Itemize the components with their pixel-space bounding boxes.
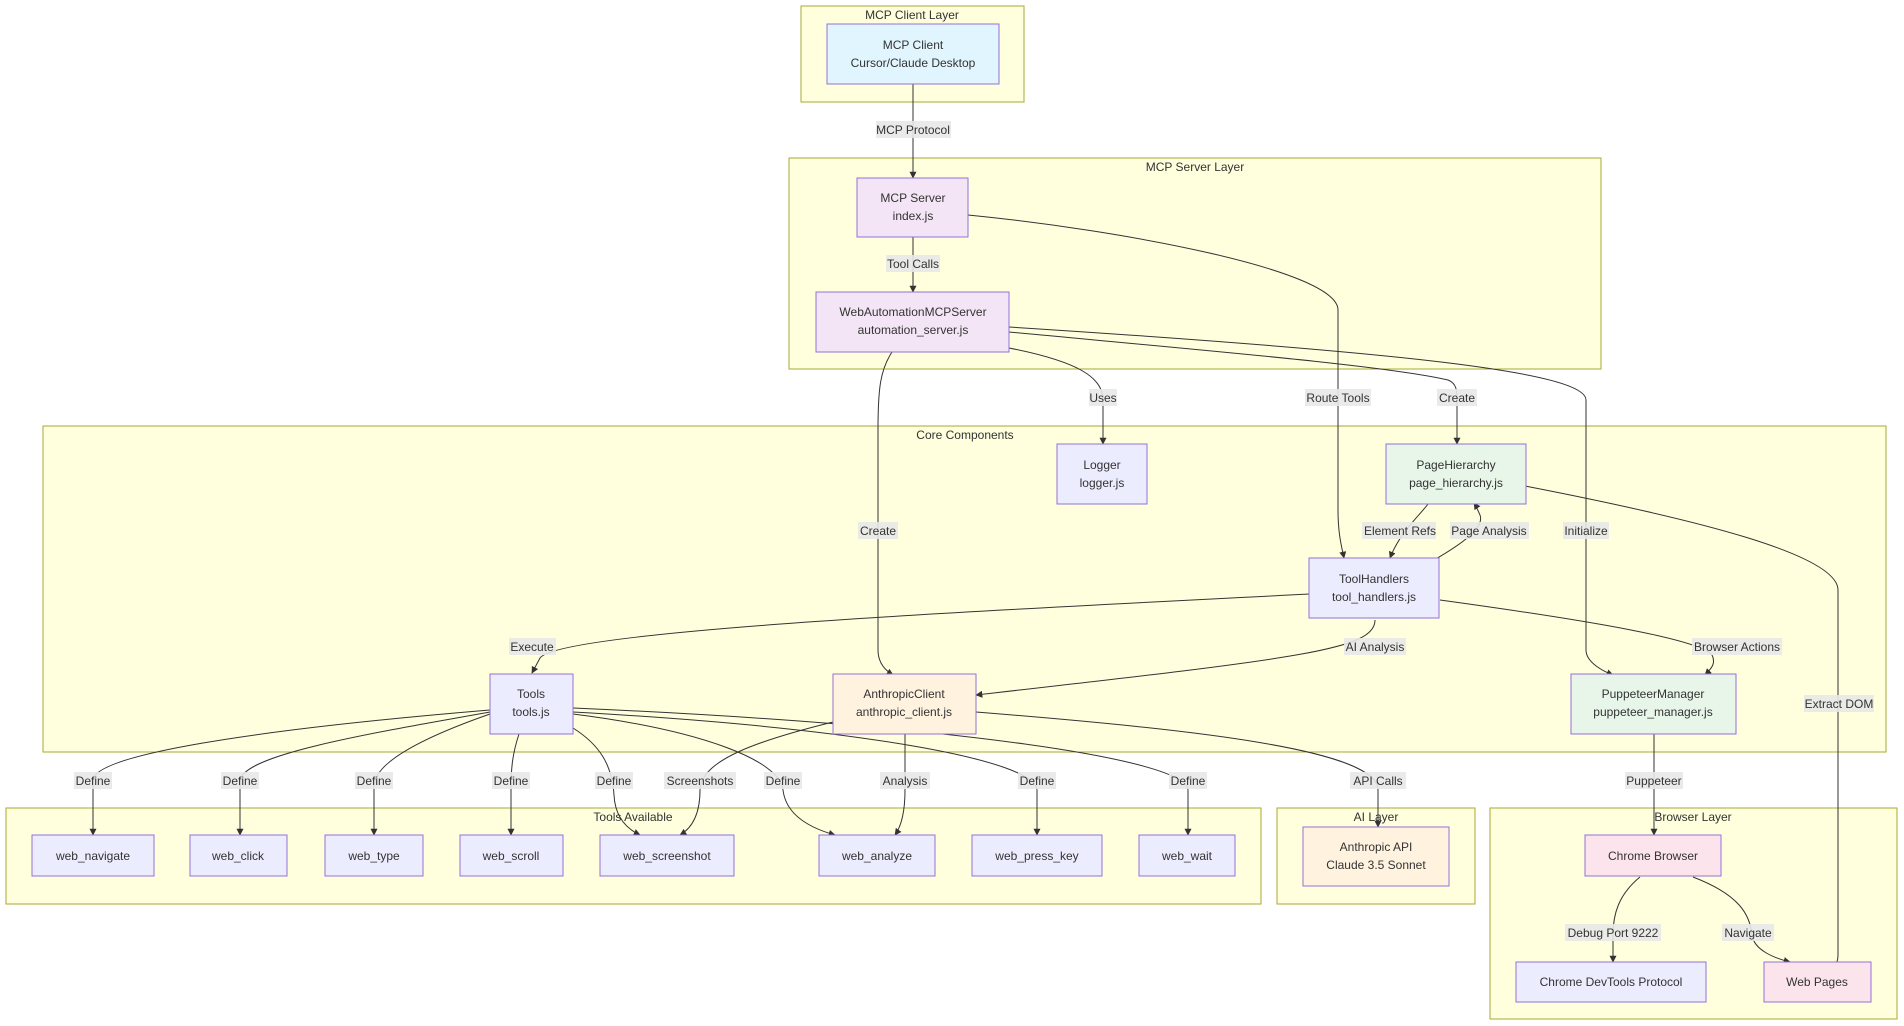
group-title: AI Layer: [1354, 810, 1399, 824]
edge-label-puppeteer: Puppeteer: [1626, 774, 1681, 788]
group-title: MCP Server Layer: [1146, 160, 1244, 174]
node-subtitle: index.js: [893, 209, 934, 223]
edge-label-tool-calls: Tool Calls: [887, 257, 939, 271]
node-title: PageHierarchy: [1416, 458, 1495, 472]
edge-label-navigate: Navigate: [1724, 926, 1772, 940]
edge-label-element-refs: Element Refs: [1364, 524, 1436, 538]
edge-label-uses: Uses: [1089, 391, 1116, 405]
group-title: MCP Client Layer: [865, 8, 959, 22]
edge-label-route-tools: Route Tools: [1306, 391, 1369, 405]
edge-label-define-navigate: Define: [76, 774, 111, 788]
edge-label-execute: Execute: [510, 640, 554, 654]
edge-label-define-wait: Define: [1171, 774, 1206, 788]
node-title: web_screenshot: [622, 849, 711, 863]
node-web-click: web_click: [189, 834, 288, 877]
edge-label-browser-actions: Browser Actions: [1694, 640, 1780, 654]
edge-ai-analysis: [975, 619, 1376, 698]
node-title: Web Pages: [1786, 975, 1848, 989]
node-title: web_scroll: [482, 849, 540, 863]
group-title: Tools Available: [593, 810, 672, 824]
node-web-navigate: web_navigate: [31, 834, 155, 877]
node-mcp-server: MCP Server index.js: [856, 177, 969, 238]
node-title: web_type: [347, 849, 400, 863]
edge-label-api-calls: API Calls: [1353, 774, 1402, 788]
node-subtitle: page_hierarchy.js: [1409, 476, 1503, 490]
node-subtitle: tool_handlers.js: [1332, 590, 1416, 604]
node-subtitle: Cursor/Claude Desktop: [851, 56, 976, 70]
node-subtitle: Claude 3.5 Sonnet: [1326, 858, 1426, 872]
node-title: web_wait: [1161, 849, 1213, 863]
node-title: Tools: [517, 687, 545, 701]
edge-label-analysis: Analysis: [883, 774, 928, 788]
node-web-analyze: web_analyze: [818, 834, 936, 877]
edge-label-ai-analysis: AI Analysis: [1346, 640, 1405, 654]
node-subtitle: tools.js: [512, 705, 549, 719]
edge-define-screenshot: [572, 727, 641, 836]
node-tools: Tools tools.js: [489, 673, 574, 735]
node-chrome-browser: Chrome Browser: [1584, 834, 1722, 877]
edge-server-route-tools: [967, 214, 1347, 559]
edge-create-ai: [877, 351, 894, 676]
node-title: web_press_key: [994, 849, 1078, 863]
node-puppeteer-manager: PuppeteerManager puppeteer_manager.js: [1570, 673, 1737, 735]
node-title: PuppeteerManager: [1602, 687, 1705, 701]
edge-create-hierarchy: [1008, 331, 1461, 445]
node-anthropic-client: AnthropicClient anthropic_client.js: [832, 673, 977, 735]
node-web-scroll: web_scroll: [459, 834, 564, 877]
edge-label-page-analysis: Page Analysis: [1451, 524, 1526, 538]
node-web-type: web_type: [324, 834, 424, 877]
node-web-screenshot: web_screenshot: [599, 834, 735, 877]
node-title: web_click: [211, 849, 265, 863]
edge-analysis: [894, 734, 906, 836]
edge-label-define-type: Define: [357, 774, 392, 788]
group-title: Browser Layer: [1654, 810, 1731, 824]
edge-label-define-press-key: Define: [1020, 774, 1055, 788]
edge-label-define-screenshot: Define: [597, 774, 632, 788]
edge-label-define-click: Define: [223, 774, 258, 788]
node-anthropic-api: Anthropic API Claude 3.5 Sonnet: [1302, 826, 1450, 887]
node-title: Chrome Browser: [1608, 849, 1698, 863]
edge-label-define-scroll: Define: [494, 774, 529, 788]
node-title: MCP Client: [883, 38, 944, 52]
node-web-automation-server: WebAutomationMCPServer automation_server…: [815, 291, 1010, 353]
edge-initialize-puppeteer: [1008, 326, 1614, 677]
edge-label-extract-dom: Extract DOM: [1805, 697, 1874, 711]
node-chrome-devtools-protocol: Chrome DevTools Protocol: [1515, 961, 1707, 1003]
node-title: AnthropicClient: [863, 687, 945, 701]
edge-label-mcp-protocol: MCP Protocol: [876, 123, 950, 137]
edge-labels: MCP Protocol Tool Calls Uses Route Tools…: [74, 121, 1874, 941]
edge-label-create-ai: Create: [860, 524, 896, 538]
edge-execute-tools: [531, 593, 1310, 674]
node-web-pages: Web Pages: [1763, 961, 1872, 1003]
node-title: Chrome DevTools Protocol: [1540, 975, 1683, 989]
node-title: Anthropic API: [1340, 840, 1413, 854]
node-web-wait: web_wait: [1138, 834, 1236, 877]
edge-define-scroll: [507, 733, 520, 836]
node-logger: Logger logger.js: [1056, 443, 1148, 505]
node-page-hierarchy: PageHierarchy page_hierarchy.js: [1385, 443, 1527, 505]
edge-label-debug-port: Debug Port 9222: [1568, 926, 1659, 940]
edge-label-define-analyze: Define: [766, 774, 801, 788]
node-title: web_analyze: [841, 849, 912, 863]
group-title: Core Components: [916, 428, 1013, 442]
node-title: MCP Server: [880, 191, 945, 205]
edge-label-create-hierarchy: Create: [1439, 391, 1475, 405]
node-title: Logger: [1083, 458, 1120, 472]
node-web-press-key: web_press_key: [971, 834, 1103, 877]
node-title: ToolHandlers: [1339, 572, 1409, 586]
node-title: web_navigate: [55, 849, 130, 863]
node-subtitle: anthropic_client.js: [856, 705, 952, 719]
node-tool-handlers: ToolHandlers tool_handlers.js: [1308, 557, 1440, 619]
node-subtitle: automation_server.js: [858, 323, 969, 337]
node-title: WebAutomationMCPServer: [839, 305, 986, 319]
node-mcp-client: MCP Client Cursor/Claude Desktop: [826, 23, 1000, 85]
edge-label-screenshots: Screenshots: [667, 774, 734, 788]
edge-label-initialize: Initialize: [1564, 524, 1608, 538]
edges: [89, 84, 1839, 976]
node-subtitle: puppeteer_manager.js: [1593, 705, 1712, 719]
node-subtitle: logger.js: [1080, 476, 1125, 490]
